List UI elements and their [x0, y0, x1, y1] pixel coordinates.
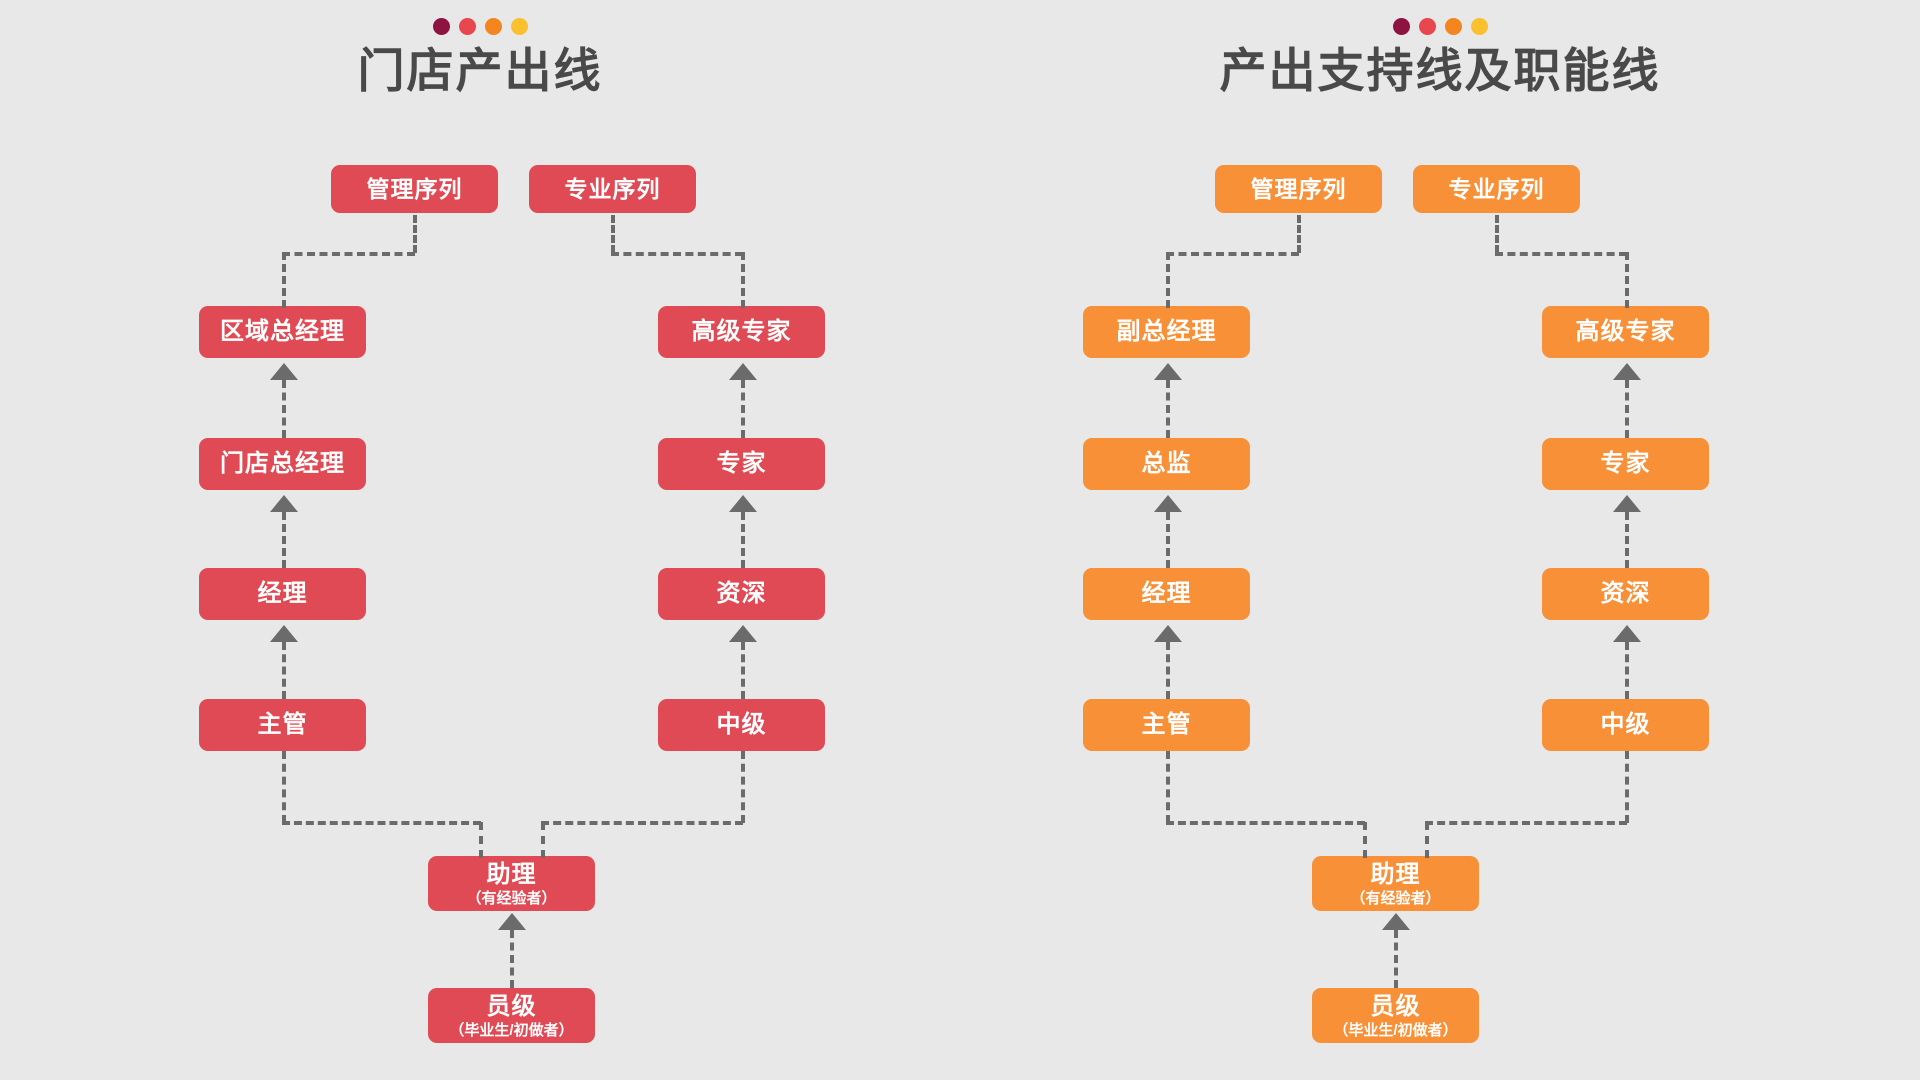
panel-title-left: 门店产出线 — [357, 44, 603, 97]
arrowhead-prof-4to3-left — [729, 625, 757, 642]
node-mgmt-4-left[interactable]: 主管 — [199, 699, 366, 751]
connector-assistant-stub-mgmt-right — [1363, 822, 1367, 858]
connector-assistant-stub-prof-right — [1425, 822, 1429, 858]
arrowhead-prof-3to2-right — [1613, 495, 1641, 512]
arrowhead-mgmt-4to3-left — [270, 625, 298, 642]
node-prof-3-right[interactable]: 资深 — [1542, 568, 1709, 620]
connector-assistant-horizontal-prof-left — [541, 821, 743, 825]
connector-tag-mgmt-stub-left — [413, 215, 417, 253]
node-staff-left[interactable]: 员级 （毕业生/初做者） — [428, 988, 595, 1043]
arrowhead-prof-4to3-right — [1613, 625, 1641, 642]
connector-mgmt-2to1-right — [1166, 380, 1170, 438]
connector-tag-mgmt-horizontal-right — [1166, 252, 1299, 256]
decor-dots-left — [432, 18, 528, 35]
node-prof-1-left[interactable]: 高级专家 — [658, 306, 825, 358]
connector-assistant-up-prof-right — [1625, 751, 1629, 823]
connector-tag-mgmt-stub-right — [1297, 215, 1301, 253]
arrowhead-prof-2to1-right — [1613, 363, 1641, 380]
node-prof-1-right[interactable]: 高级专家 — [1542, 306, 1709, 358]
arrowhead-staff-to-assistant-left — [498, 913, 526, 930]
connector-tag-prof-horizontal-left — [611, 252, 743, 256]
tag-management-track-left[interactable]: 管理序列 — [331, 165, 498, 213]
connector-tag-prof-stub-right — [1495, 215, 1499, 253]
connector-assistant-stub-prof-left — [541, 822, 545, 858]
arrowhead-staff-to-assistant-right — [1382, 913, 1410, 930]
connector-tag-mgmt-down-left — [282, 252, 286, 308]
connector-assistant-up-mgmt-right — [1166, 751, 1170, 823]
connector-tag-mgmt-horizontal-left — [282, 252, 415, 256]
connector-assistant-horizontal-mgmt-right — [1166, 821, 1365, 825]
tag-professional-track-right[interactable]: 专业序列 — [1413, 165, 1580, 213]
dot-3 — [1444, 18, 1462, 35]
dot-3 — [484, 18, 502, 35]
connector-staff-to-assistant-left — [510, 930, 514, 988]
panel-header-left: 门店产出线 — [0, 18, 960, 98]
dot-1 — [432, 18, 450, 35]
connector-prof-2to1-left — [741, 380, 745, 438]
node-prof-3-left[interactable]: 资深 — [658, 568, 825, 620]
node-mgmt-3-left[interactable]: 经理 — [199, 568, 366, 620]
node-mgmt-1-left[interactable]: 区域总经理 — [199, 306, 366, 358]
connector-assistant-horizontal-prof-right — [1425, 821, 1627, 825]
connector-assistant-up-mgmt-left — [282, 751, 286, 823]
node-mgmt-1-right[interactable]: 副总经理 — [1083, 306, 1250, 358]
arrowhead-mgmt-2to1-right — [1154, 363, 1182, 380]
node-prof-4-left[interactable]: 中级 — [658, 699, 825, 751]
dot-2 — [1418, 18, 1436, 35]
connector-prof-4to3-right — [1625, 642, 1629, 699]
connector-assistant-horizontal-mgmt-left — [282, 821, 481, 825]
panel-store-output-line: 门店产出线 管理序列 专业序列 区域总经理 门店总经理 经理 主管 高级专家 专… — [0, 18, 960, 1043]
connector-mgmt-3to2-right — [1166, 512, 1170, 568]
node-mgmt-3-right[interactable]: 经理 — [1083, 568, 1250, 620]
connector-assistant-stub-mgmt-left — [479, 822, 483, 858]
node-prof-2-right[interactable]: 专家 — [1542, 438, 1709, 490]
connector-mgmt-4to3-right — [1166, 642, 1170, 699]
decor-dots-right — [1392, 18, 1488, 35]
panel-title-right: 产出支持线及职能线 — [1219, 44, 1661, 97]
node-assistant-left[interactable]: 助理 （有经验者） — [428, 856, 595, 911]
panel-output-support-and-function-line: 产出支持线及职能线 管理序列 专业序列 副总经理 总监 经理 主管 高级专家 专… — [960, 0, 1920, 1080]
dot-2 — [458, 18, 476, 35]
connector-tag-mgmt-down-right — [1166, 252, 1170, 308]
arrowhead-mgmt-4to3-right — [1154, 625, 1182, 642]
node-mgmt-4-right[interactable]: 主管 — [1083, 699, 1250, 751]
arrowhead-mgmt-2to1-left — [270, 363, 298, 380]
node-prof-2-left[interactable]: 专家 — [658, 438, 825, 490]
connector-staff-to-assistant-right — [1394, 930, 1398, 988]
arrowhead-prof-2to1-left — [729, 363, 757, 380]
connector-mgmt-4to3-left — [282, 642, 286, 699]
node-prof-4-right[interactable]: 中级 — [1542, 699, 1709, 751]
tag-professional-track-left[interactable]: 专业序列 — [529, 165, 696, 213]
panel-header-right: 产出支持线及职能线 — [960, 18, 1920, 98]
node-mgmt-2-right[interactable]: 总监 — [1083, 438, 1250, 490]
tag-management-track-right[interactable]: 管理序列 — [1215, 165, 1382, 213]
dot-1 — [1392, 18, 1410, 35]
node-assistant-right[interactable]: 助理 （有经验者） — [1312, 856, 1479, 911]
connector-assistant-up-prof-left — [741, 751, 745, 823]
arrowhead-mgmt-3to2-left — [270, 495, 298, 512]
arrowhead-prof-3to2-left — [729, 495, 757, 512]
node-staff-right[interactable]: 员级 （毕业生/初做者） — [1312, 988, 1479, 1043]
connector-tag-prof-stub-left — [611, 215, 615, 253]
connector-tag-prof-horizontal-right — [1495, 252, 1627, 256]
dot-4 — [1470, 18, 1488, 35]
connector-prof-2to1-right — [1625, 380, 1629, 438]
connector-prof-3to2-left — [741, 512, 745, 568]
connector-prof-3to2-right — [1625, 512, 1629, 568]
node-mgmt-2-left[interactable]: 门店总经理 — [199, 438, 366, 490]
connector-mgmt-2to1-left — [282, 380, 286, 438]
dot-4 — [510, 18, 528, 35]
arrowhead-mgmt-3to2-right — [1154, 495, 1182, 512]
connector-tag-prof-down-right — [1625, 252, 1629, 308]
connector-prof-4to3-left — [741, 642, 745, 699]
connector-mgmt-3to2-left — [282, 512, 286, 568]
connector-tag-prof-down-left — [741, 252, 745, 308]
